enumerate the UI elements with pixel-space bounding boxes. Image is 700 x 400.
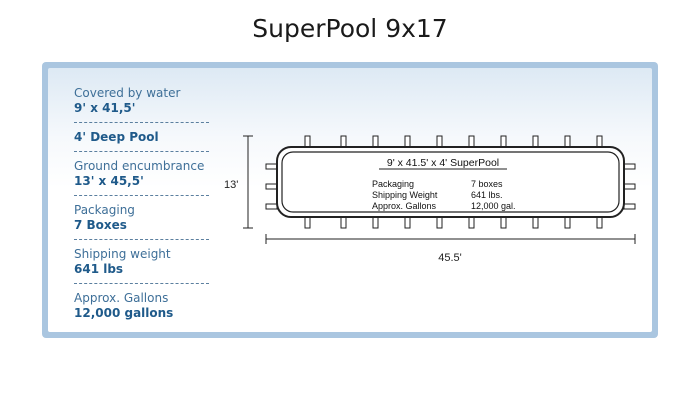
diagram-row-key: Shipping Weight xyxy=(372,190,438,200)
spec-label: Packaging xyxy=(74,203,135,217)
spec-value: 4' Deep Pool xyxy=(74,130,159,144)
pool-inner-wall xyxy=(281,151,620,213)
pool-label: 9' x 41.5' x 4' SuperPool xyxy=(387,157,499,169)
spec-shipping-weight: Shipping weight 641 lbs xyxy=(74,247,209,284)
spec-value: 13' x 45,5' xyxy=(74,174,144,188)
page-title: SuperPool 9x17 xyxy=(252,14,448,43)
spec-list: Covered by water 9' x 41,5' 4' Deep Pool… xyxy=(74,86,209,334)
height-dimension xyxy=(243,135,253,229)
pool-diagram: 13' xyxy=(224,135,636,264)
spec-value: 641 lbs xyxy=(74,262,124,276)
height-label: 13' xyxy=(224,179,238,191)
spec-packaging: Packaging 7 Boxes xyxy=(74,203,209,240)
spec-value: 7 Boxes xyxy=(74,218,127,232)
spec-covered-by-water: Covered by water 9' x 41,5' xyxy=(74,86,209,123)
spec-card: Covered by water 9' x 41,5' 4' Deep Pool… xyxy=(42,62,658,338)
spec-label: Covered by water xyxy=(74,86,181,100)
width-dimension xyxy=(265,234,636,244)
bottom-posts xyxy=(304,216,603,229)
spec-card-inner: Covered by water 9' x 41,5' 4' Deep Pool… xyxy=(48,68,652,332)
spec-gallons: Approx. Gallons 12,000 gallons xyxy=(74,291,209,327)
diagram-row-key: Approx. Gallons xyxy=(372,201,437,211)
diagram-row-value: 641 lbs. xyxy=(471,190,503,200)
spec-value: 9' x 41,5' xyxy=(74,101,136,115)
left-posts xyxy=(265,163,278,210)
diagram-row-key: Packaging xyxy=(372,179,414,189)
spec-label: Ground encumbrance xyxy=(74,159,205,173)
diagram-row-value: 7 boxes xyxy=(471,179,503,189)
top-posts xyxy=(304,135,603,148)
spec-ground-encumbrance: Ground encumbrance 13' x 45,5' xyxy=(74,159,209,196)
spec-depth: 4' Deep Pool xyxy=(74,130,209,152)
spec-label: Shipping weight xyxy=(74,247,171,261)
spec-label: Approx. Gallons xyxy=(74,291,169,305)
diagram-row-value: 12,000 gal. xyxy=(471,201,516,211)
width-label: 45.5' xyxy=(438,252,462,264)
spec-value: 12,000 gallons xyxy=(74,306,174,320)
right-posts xyxy=(623,163,636,210)
